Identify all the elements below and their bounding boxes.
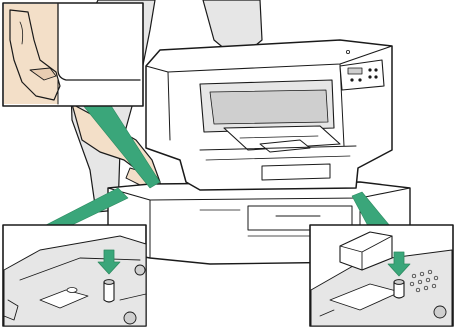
inset-left-pin [3, 225, 146, 326]
inset-right-pin [310, 225, 453, 326]
inset-hand-grip [3, 3, 143, 106]
printer-body [146, 40, 392, 190]
alignment-pin-left [104, 282, 114, 302]
